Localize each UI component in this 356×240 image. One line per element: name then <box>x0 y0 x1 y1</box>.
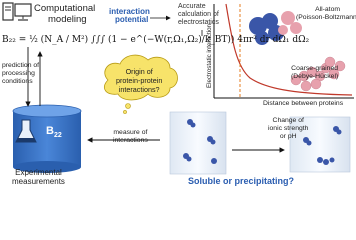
interaction-potential-line2: potential <box>115 15 149 24</box>
vial-left <box>169 111 227 175</box>
cloud-question: Origin of protein-protein interactions? <box>116 67 162 94</box>
potential-plot <box>213 3 354 99</box>
cloud-shape <box>104 54 178 114</box>
cloud-line1: Origin of <box>125 67 153 76</box>
interaction-potential-label: interaction potential <box>109 8 150 24</box>
change-line1: Change of <box>272 117 304 124</box>
prediction-line1: prediction of <box>2 62 40 69</box>
accurate-line3: electrostatics <box>178 19 219 26</box>
flask-icon <box>15 119 37 143</box>
y-axis-label: Electrostatic interaction <box>206 24 213 88</box>
x-axis-label: Distance between proteins <box>263 100 344 107</box>
prediction-line3: conditions <box>2 78 33 85</box>
soluble-question: Soluble or precipitating? <box>188 176 295 186</box>
measure-line2: interactions <box>113 137 148 144</box>
coarse-grained-label: Coarse-grained (Debye-Hückel) <box>291 65 338 81</box>
measure-line1: measure of <box>113 129 148 136</box>
computational-title-line2: modeling <box>48 14 87 25</box>
accurate-line1: Accurate <box>178 3 206 10</box>
protein-cluster-icon <box>183 119 342 165</box>
b22-subscript: 22 <box>53 132 62 140</box>
coarse-line2: (Debye-Hückel) <box>291 73 339 80</box>
measure-interactions-label: measure of interactions <box>113 129 148 145</box>
experimental-line1: Experimental <box>15 168 62 177</box>
change-conditions-label: Change of ionic strength or pH <box>268 117 308 141</box>
experimental-line2: measurements <box>12 177 65 186</box>
interaction-potential-line1: interaction <box>109 7 150 16</box>
b22-symbol: B <box>46 125 54 137</box>
all-atom-line2: (Poisson-Boltzmann) <box>296 14 356 21</box>
b22-label: B22 <box>46 125 62 140</box>
prediction-line2: processing <box>2 70 35 77</box>
cloud-line3: interactions? <box>118 85 160 94</box>
accurate-line2: calculation of <box>178 11 219 18</box>
experimental-label: Experimental measurements <box>12 168 65 186</box>
prediction-label: prediction of processing conditions <box>2 62 39 86</box>
coarse-line1: Coarse-grained <box>291 65 339 72</box>
all-atom-line1: All-atom <box>315 6 341 13</box>
change-line3: or pH <box>279 133 297 140</box>
cloud-line2: protein-protein <box>116 76 163 85</box>
figure-canvas: { "labels": { "computational_line1": "Co… <box>2 2 356 186</box>
diagram-graphics <box>2 2 354 175</box>
accurate-calculation-label: Accurate calculation of electrostatics <box>178 3 219 27</box>
b22-equation: B₂₂ = ½ (N_A / M²) ∫∫∫ (1 − e^(−W(r,Ω₁,Ω… <box>2 35 310 45</box>
change-line2: ionic strength <box>268 125 309 132</box>
all-atom-label: All-atom (Poisson-Boltzmann) <box>296 6 356 22</box>
computer-icon <box>2 2 32 21</box>
computational-title-line1: Computational <box>34 3 96 14</box>
